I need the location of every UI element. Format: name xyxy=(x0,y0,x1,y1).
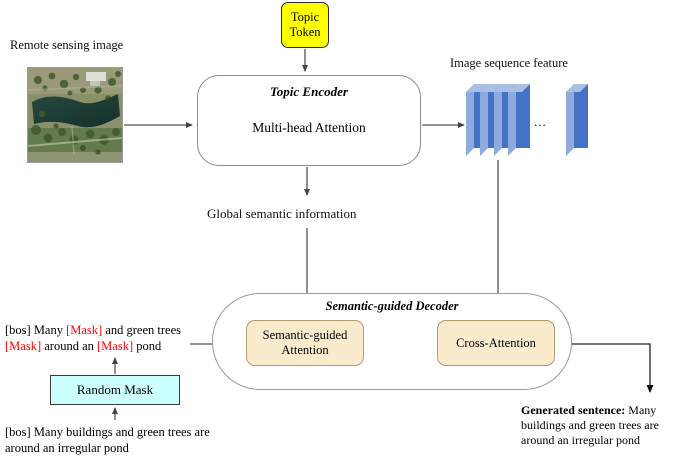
topic-token-line1: Topic xyxy=(290,10,320,24)
global-semantic-information-label: Global semantic information xyxy=(207,206,357,221)
generated-sentence-text: Generated sentence: Many buildings and g… xyxy=(521,403,686,448)
semantic-guided-decoder-title: Semantic-guided Decoder xyxy=(325,299,459,313)
image-sequence-feature-label: Image sequence feature xyxy=(450,56,568,70)
masked-sentence-text: [bos] Many [Mask] and green trees [Mask]… xyxy=(5,322,195,354)
masked-seg-3: [Mask] xyxy=(5,339,42,353)
remote-sensing-image-thumbnail xyxy=(27,67,123,163)
random-mask-box: Random Mask xyxy=(50,375,180,405)
generated-sentence-body: Many buildings and green trees are aroun… xyxy=(521,403,659,447)
topic-encoder-box: Topic Encoder Multi-head Attention xyxy=(197,75,421,166)
masked-seg-1: [Mask] xyxy=(66,323,103,337)
cross-attention-label: Cross-Attention xyxy=(456,335,536,350)
topic-token-line2: Token xyxy=(289,25,321,39)
feature-ellipsis: ... xyxy=(534,114,547,129)
source-sentence-text: [bos] Many buildings and green trees are… xyxy=(5,425,210,455)
cross-attention-block: Cross-Attention xyxy=(437,320,555,366)
semantic-guided-attention-line2: Attention xyxy=(281,343,329,357)
image-sequence-feature-stack xyxy=(466,78,596,165)
generated-sentence-prefix: Generated sentence: xyxy=(521,403,626,417)
masked-seg-0: [bos] Many xyxy=(5,323,67,337)
remote-sensing-image-label: Remote sensing image xyxy=(10,38,124,52)
topic-encoder-title: Topic Encoder xyxy=(270,84,348,99)
topic-token-box: Topic Token xyxy=(281,2,329,48)
random-mask-label: Random Mask xyxy=(76,382,154,397)
masked-seg-5: [Mask] xyxy=(97,339,134,353)
topic-encoder-body: Multi-head Attention xyxy=(252,120,366,135)
semantic-guided-attention-block: Semantic-guided Attention xyxy=(246,320,364,366)
masked-seg-6: pond xyxy=(133,339,162,353)
masked-seg-4: around an xyxy=(41,339,97,353)
masked-seg-2: and green trees xyxy=(102,323,181,337)
semantic-guided-attention-line1: Semantic-guided xyxy=(262,328,348,342)
